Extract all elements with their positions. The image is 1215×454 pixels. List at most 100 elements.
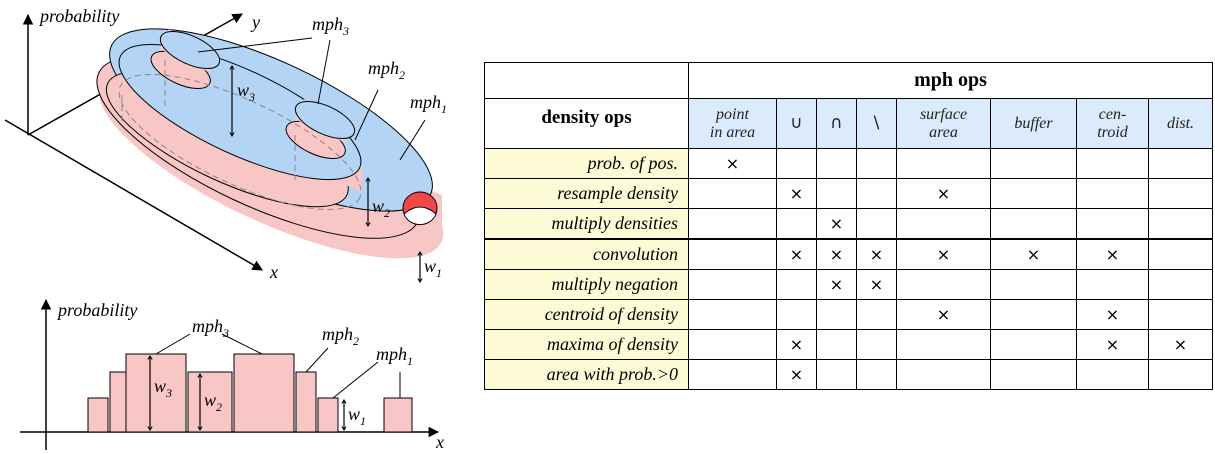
row-label: centroid of density bbox=[484, 299, 689, 330]
empty-cell bbox=[688, 269, 777, 300]
column-header-text: dist. bbox=[1166, 114, 1195, 132]
column-header-1: ∪ bbox=[776, 98, 817, 149]
density-ops-title: density ops bbox=[484, 98, 689, 149]
table-row: centroid of density × × bbox=[484, 299, 1213, 330]
table-row: resample density × × bbox=[484, 178, 1213, 209]
column-header-text: cen- bbox=[1098, 105, 1127, 123]
empty-cell bbox=[990, 299, 1077, 330]
empty-cell bbox=[896, 148, 991, 179]
table-row: prob. of pos.× bbox=[484, 148, 1213, 179]
empty-cell bbox=[1148, 299, 1213, 330]
empty-cell bbox=[1148, 269, 1213, 300]
cross-mark-cell: × bbox=[1076, 299, 1149, 330]
bottom-width-markers bbox=[150, 356, 344, 430]
row-label: multiply negation bbox=[484, 269, 689, 300]
cross-mark-cell: × bbox=[1076, 238, 1149, 270]
column-header-2: ∩ bbox=[816, 98, 857, 149]
cross-mark-cell: × bbox=[1148, 329, 1213, 360]
empty-cell bbox=[816, 299, 857, 330]
column-header-text: surface bbox=[919, 105, 968, 123]
width-markers bbox=[232, 66, 420, 282]
empty-cell bbox=[896, 208, 991, 240]
empty-cell bbox=[856, 359, 897, 390]
mph-illustration: probability y x mph3 mph2 mph1 w3 w2 w1 … bbox=[4, 6, 447, 452]
empty-cell bbox=[1076, 178, 1149, 209]
bottom-mph3-label: mph3 bbox=[192, 316, 229, 340]
cross-mark-cell: × bbox=[776, 178, 817, 209]
empty-cell bbox=[1148, 359, 1213, 390]
leader-lines bbox=[197, 37, 426, 161]
empty-cell bbox=[896, 329, 991, 360]
table-row: multiply densities × bbox=[484, 208, 1213, 240]
empty-cell bbox=[990, 269, 1077, 300]
cross-mark-cell: × bbox=[776, 238, 817, 270]
cross-mark-cell: × bbox=[856, 269, 897, 300]
column-header-text: point bbox=[716, 105, 749, 123]
empty-cell bbox=[1076, 148, 1149, 179]
cross-mark-cell: × bbox=[1076, 329, 1149, 360]
empty-cell bbox=[688, 359, 777, 390]
row-label: convolution bbox=[484, 238, 689, 270]
column-header-text: ∪ bbox=[790, 113, 803, 133]
row-label: multiply densities bbox=[484, 208, 689, 240]
top-w3-label: w3 bbox=[237, 80, 255, 104]
table-row: area with prob.>0× bbox=[484, 359, 1213, 390]
empty-cell bbox=[816, 359, 857, 390]
bottom-w1-label: w1 bbox=[348, 404, 366, 428]
cross-mark-cell: × bbox=[816, 208, 857, 240]
empty-cell bbox=[896, 269, 991, 300]
row-label: prob. of pos. bbox=[484, 148, 689, 179]
row-label: resample density bbox=[484, 178, 689, 209]
bottom-w3-label: w3 bbox=[154, 376, 172, 400]
empty-cell bbox=[776, 208, 817, 240]
top-w1-label: w1 bbox=[424, 256, 442, 280]
empty-cell bbox=[990, 148, 1077, 179]
cross-mark-cell: × bbox=[688, 148, 777, 179]
empty-cell bbox=[688, 208, 777, 240]
bottom-probability-label: probability bbox=[56, 300, 137, 320]
empty-cell bbox=[776, 148, 817, 179]
column-header-text: area bbox=[929, 123, 958, 141]
bottom-x-label: x bbox=[435, 432, 444, 452]
empty-cell bbox=[1148, 238, 1213, 270]
column-header-text: troid bbox=[1097, 123, 1128, 141]
cross-mark-cell: × bbox=[896, 238, 991, 270]
cross-section-bars bbox=[87, 353, 413, 433]
row-label: area with prob.>0 bbox=[484, 359, 689, 390]
column-header-text: \ bbox=[873, 113, 880, 133]
top-x-label: x bbox=[269, 262, 278, 282]
empty-cell bbox=[990, 178, 1077, 209]
hidden-edges bbox=[118, 60, 362, 211]
top-mph2-label: mph2 bbox=[368, 58, 405, 82]
column-header-text: ∩ bbox=[830, 113, 843, 133]
top-w2-label: w2 bbox=[372, 196, 390, 220]
x-direction-axis bbox=[4, 119, 263, 271]
empty-cell bbox=[990, 208, 1077, 240]
cross-mark-cell: × bbox=[896, 299, 991, 330]
cross-mark-cell: × bbox=[896, 178, 991, 209]
empty-cell bbox=[688, 238, 777, 270]
column-header-text: buffer bbox=[1014, 114, 1053, 132]
row-label: maxima of density bbox=[484, 329, 689, 360]
empty-cell bbox=[1076, 359, 1149, 390]
column-header-text: in area bbox=[709, 123, 756, 141]
empty-cell bbox=[1076, 208, 1149, 240]
empty-cell bbox=[856, 208, 897, 240]
table-title-row: mph ops bbox=[484, 62, 1213, 99]
column-header-6: cen-troid bbox=[1076, 98, 1149, 149]
column-header-3: \ bbox=[856, 98, 897, 149]
bottom-mph1-label: mph1 bbox=[376, 344, 413, 368]
empty-cell bbox=[990, 329, 1077, 360]
empty-cell bbox=[856, 329, 897, 360]
table-row: convolution×××××× bbox=[484, 238, 1213, 270]
cross-mark-cell: × bbox=[816, 238, 857, 270]
empty-cell bbox=[776, 299, 817, 330]
mph-ops-title: mph ops bbox=[688, 62, 1213, 99]
table-body: prob. of pos.×resample density××multiply… bbox=[484, 148, 1213, 390]
empty-cell bbox=[776, 269, 817, 300]
cross-mark-cell: × bbox=[816, 269, 857, 300]
